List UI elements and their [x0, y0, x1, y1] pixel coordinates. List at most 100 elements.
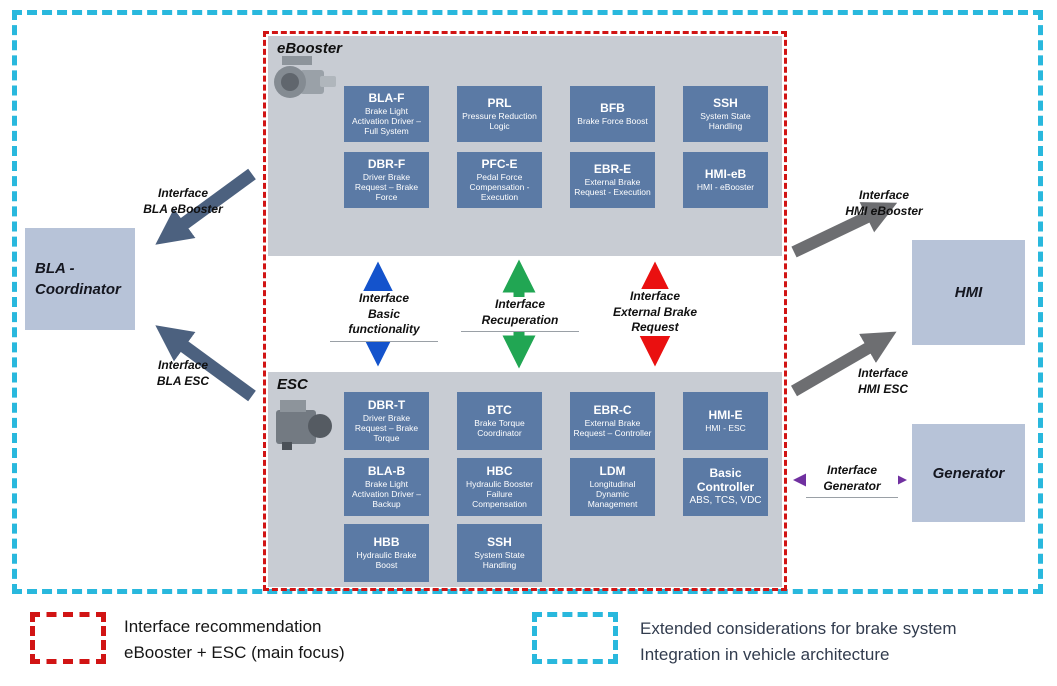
label-interface-hmi-esc: Interface HMI ESC	[830, 366, 936, 397]
block-desc: System State Handling	[474, 550, 525, 571]
label-interface-bla-esc: Interface BLA ESC	[118, 358, 248, 389]
esc-block-ldm: LDM Longitudinal Dynamic Management	[570, 458, 655, 516]
label-line: HMI ESC	[857, 381, 908, 396]
block-desc: External Brake Request - Execution	[574, 177, 651, 198]
label-line: Request	[631, 320, 679, 335]
block-title: BFB	[600, 100, 625, 115]
ebooster-block-pfc-e: PFC-E Pedal Force Compensation - Executi…	[457, 152, 542, 208]
extended-considerations-border	[12, 10, 1043, 594]
label-line: Interface	[157, 358, 209, 372]
ebooster-panel-label: eBooster	[277, 40, 343, 57]
block-title: HBC	[486, 463, 513, 478]
block-title: HMI-eB	[704, 166, 747, 181]
esc-block-basic-controller: Basic Controller ABS, TCS, VDC	[683, 458, 768, 516]
label-line: Recuperation	[481, 312, 559, 327]
block-title: PFC-E	[481, 156, 518, 171]
focus-recommendation-border	[263, 31, 787, 591]
node-label-line: Coordinator	[35, 281, 121, 298]
block-title: EBR-E	[593, 161, 632, 176]
esc-block-hbb: HBB Hydraulic Brake Boost	[344, 524, 429, 582]
ebooster-block-bfb: BFB Brake Force Boost	[570, 86, 655, 142]
legend-red-text: Interface recommendation eBooster + ESC …	[124, 614, 345, 667]
esc-blocks-grid: DBR-T Driver Brake Request – Brake Torqu…	[344, 392, 768, 582]
label-line: HMI eBooster	[845, 203, 923, 218]
ebooster-panel: eBooster	[268, 36, 782, 256]
block-desc: Brake Torque Coordinator	[474, 418, 525, 439]
block-title: HBB	[373, 534, 400, 549]
esc-panel-label: ESC	[277, 376, 308, 393]
block-desc: Brake Light Activation Driver – Full Sys…	[352, 106, 421, 137]
label-interface-hmi-ebooster: Interface HMI eBooster	[828, 188, 940, 219]
legend-line: Extended considerations for brake system	[640, 619, 957, 638]
ebooster-block-hmi-eb: HMI-eB HMI - eBooster	[683, 152, 768, 208]
node-hmi: HMI	[912, 240, 1025, 345]
block-desc: System State Handling	[700, 111, 751, 132]
block-desc: Longitudinal Dynamic Management	[587, 479, 638, 510]
block-title: DBR-F	[367, 156, 406, 171]
block-desc: HMI - eBooster	[696, 182, 755, 193]
label-line: BLA ESC	[156, 373, 210, 388]
esc-block-hbc: HBC Hydraulic Booster Failure Compensati…	[457, 458, 542, 516]
block-title: PRL	[487, 95, 512, 110]
esc-block-ebr-c: EBR-C External Brake Request – Controlle…	[570, 392, 655, 450]
ebooster-block-bla-f: BLA-F Brake Light Activation Driver – Fu…	[344, 86, 429, 142]
ebooster-block-dbr-f: DBR-F Driver Brake Request – Brake Force	[344, 152, 429, 208]
node-generator: Generator	[912, 424, 1025, 522]
legend-line: Interface recommendation	[124, 617, 322, 636]
esc-block-bla-b: BLA-B Brake Light Activation Driver – Ba…	[344, 458, 429, 516]
esc-block-dbr-t: DBR-T Driver Brake Request – Brake Torqu…	[344, 392, 429, 450]
node-label: Generator	[932, 464, 1005, 482]
block-desc: HMI - ESC	[705, 423, 746, 434]
block-title: BLA-B	[367, 463, 406, 478]
ebooster-block-prl: PRL Pressure Reduction Logic	[457, 86, 542, 142]
block-desc: Pedal Force Compensation - Execution	[469, 172, 530, 203]
block-title: HMI-E	[708, 407, 743, 422]
block-title: BTC	[487, 402, 512, 417]
label-line: BLA eBooster	[143, 201, 223, 216]
label-line: Interface	[629, 289, 681, 303]
label-line: Basic	[367, 306, 401, 321]
esc-block-ssh: SSH System State Handling	[457, 524, 542, 582]
label-line: Interface	[494, 297, 546, 311]
legend-line: Integration in vehicle architecture	[640, 645, 890, 665]
ebooster-blocks-grid: BLA-F Brake Light Activation Driver – Fu…	[344, 86, 768, 208]
label-interface-bla-ebooster: Interface BLA eBooster	[118, 186, 248, 217]
legend-cyan-text: Extended considerations for brake system…	[640, 616, 957, 669]
legend-line: eBooster + ESC (main focus)	[124, 643, 345, 663]
label-interface-external-brake-request: Interface External Brake Request	[599, 289, 711, 336]
block-desc: External Brake Request – Controller	[573, 418, 652, 439]
block-title: BLA-F	[368, 90, 405, 105]
block-desc: Pressure Reduction Logic	[462, 111, 537, 132]
label-line: Interface	[857, 366, 909, 380]
ebooster-photo	[274, 56, 336, 98]
label-line: functionality	[348, 322, 420, 337]
label-interface-recuperation: Interface Recuperation	[461, 297, 579, 333]
esc-block-hmi-e: HMI-E HMI - ESC	[683, 392, 768, 450]
ebooster-block-ebr-e: EBR-E External Brake Request - Execution	[570, 152, 655, 208]
block-desc: Driver Brake Request – Brake Force	[354, 172, 419, 203]
block-title: SSH	[487, 534, 512, 549]
node-label: HMI	[954, 284, 983, 301]
esc-photo	[276, 400, 332, 450]
block-title: Basic Controller	[696, 466, 755, 494]
legend-cyan-swatch	[532, 612, 618, 664]
block-title: SSH	[713, 95, 738, 110]
label-line: External Brake	[612, 304, 698, 319]
label-line: Generator	[823, 478, 881, 493]
label-interface-basic-functionality: Interface Basic functionality	[330, 291, 438, 342]
block-title: EBR-C	[593, 402, 632, 417]
label-line: Interface	[826, 463, 878, 477]
block-title: DBR-T	[367, 397, 406, 412]
esc-block-btc: BTC Brake Torque Coordinator	[457, 392, 542, 450]
block-desc: ABS, TCS, VDC	[689, 495, 762, 507]
label-line: Interface	[157, 186, 209, 200]
ebooster-block-ssh: SSH System State Handling	[683, 86, 768, 142]
node-bla-coordinator: BLA - Coordinator	[25, 228, 135, 330]
block-desc: Brake Light Activation Driver – Backup	[352, 479, 421, 510]
block-title: LDM	[599, 463, 626, 478]
block-desc: Brake Force Boost	[577, 116, 648, 127]
label-interface-generator: Interface Generator	[806, 463, 898, 499]
label-line: Interface	[358, 291, 410, 305]
label-line: Interface	[858, 188, 910, 202]
